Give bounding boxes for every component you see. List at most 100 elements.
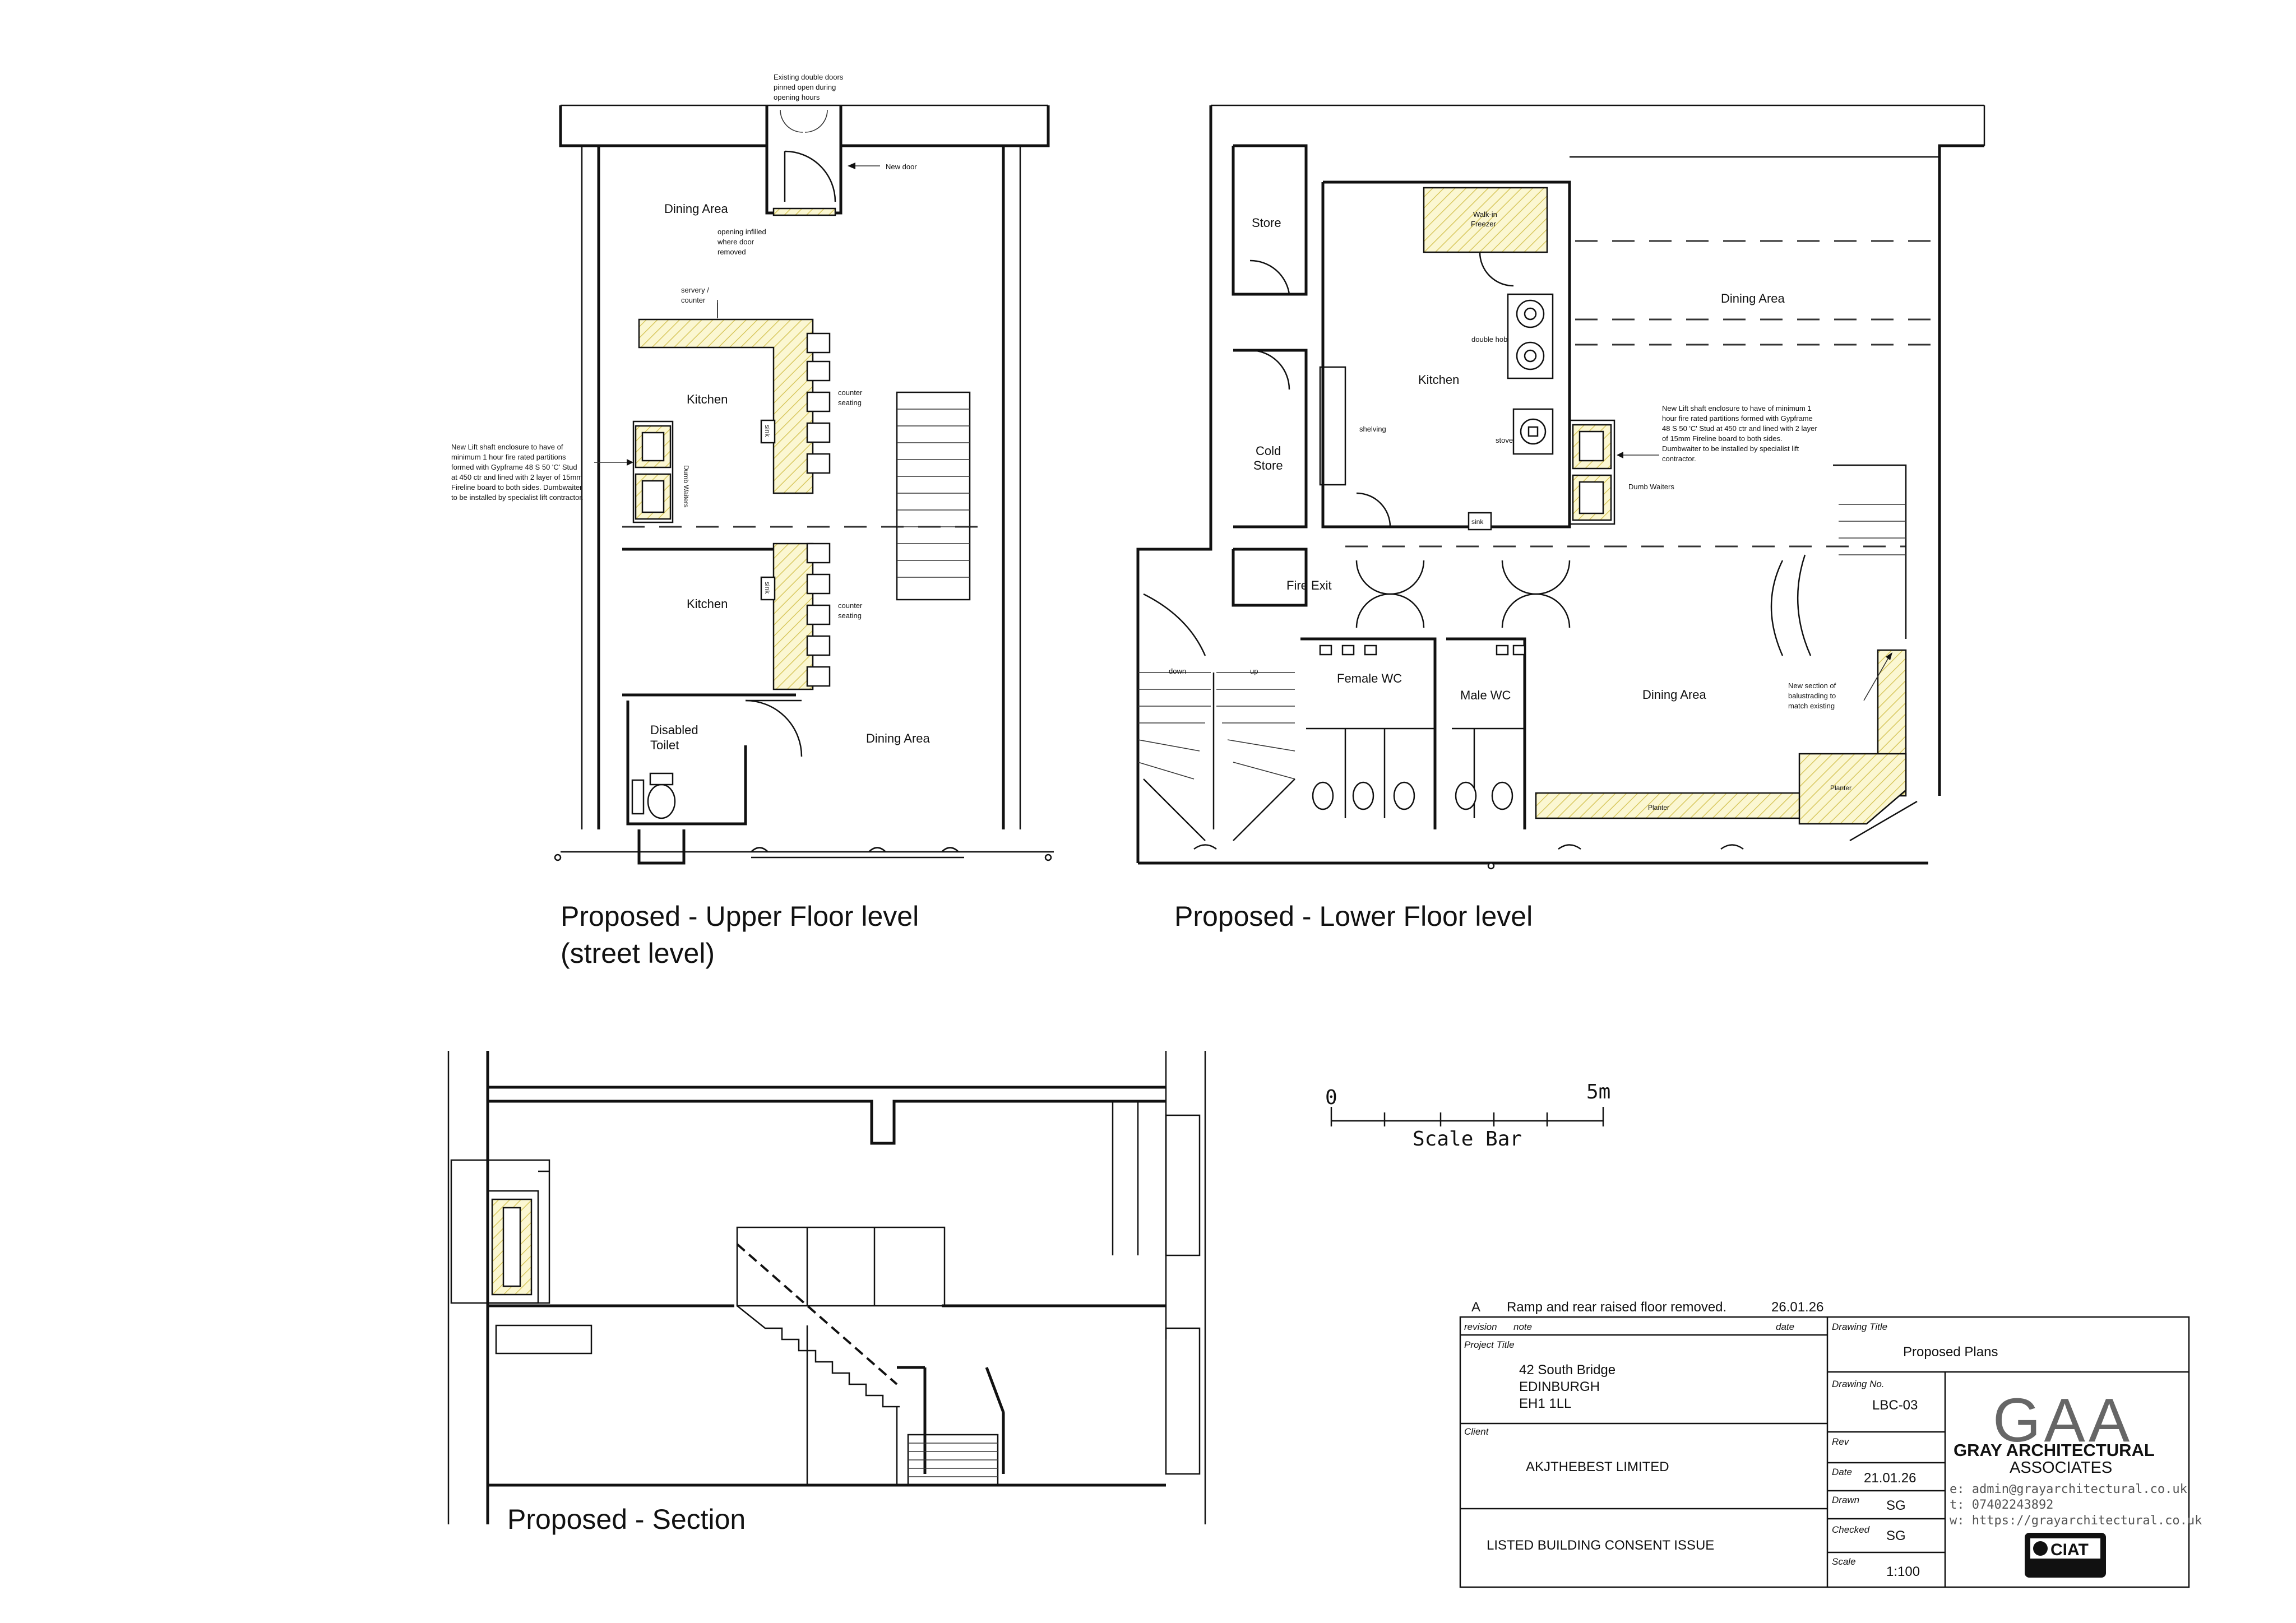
lower-dining-top-label: Dining Area — [1721, 291, 1785, 305]
upper-lift-note-3: formed with Gypframe 48 S 50 'C' Stud — [451, 463, 577, 471]
shelving-label: shelving — [1359, 425, 1386, 433]
scale-bar: 0 5m Scale Bar — [1325, 1081, 1610, 1151]
store-label: Store — [1252, 216, 1281, 230]
lower-floor-plan: Store Walk-in Freezer Kitchen Cold Store… — [1136, 104, 1985, 932]
drawing-no-header: Drawing No. — [1832, 1379, 1885, 1389]
lower-lift-note-5: Dumbwaiter to be installed by specialist… — [1662, 444, 1799, 453]
disabled-toilet-label-1: Disabled — [650, 723, 698, 737]
upper-lift-note-1: New Lift shaft enclosure to have of — [451, 443, 563, 451]
lower-dumb-waiters-label: Dumb Waiters — [1628, 483, 1674, 491]
fire-exit-label: Fire Exit — [1286, 578, 1332, 592]
upper-dining-bottom-label: Dining Area — [866, 731, 931, 745]
revision-note: Ramp and rear raised floor removed. — [1507, 1300, 1726, 1315]
gaa-logo: GAA GRAY ARCHITECTURAL ASSOCIATES e: adm… — [1950, 1386, 2202, 1578]
infill-note-1: opening infilled — [718, 228, 766, 236]
infill-note-3: removed — [718, 248, 746, 256]
scale-bar-end: 5m — [1586, 1081, 1610, 1103]
firm-phone: t: 07402243892 — [1950, 1498, 2053, 1512]
firm-name-1: GRAY ARCHITECTURAL — [1954, 1440, 2155, 1460]
balustrade-note-3: match existing — [1788, 702, 1835, 710]
logo-lettering: GAA — [1993, 1386, 2133, 1455]
stove-label: stove — [1496, 436, 1513, 444]
lower-sink-label: sink — [1471, 518, 1484, 526]
upper-dining-top-label: Dining Area — [664, 202, 729, 216]
project-line-2: EDINBURGH — [1519, 1379, 1600, 1394]
note-header: note — [1513, 1321, 1532, 1332]
project-line-3: EH1 1LL — [1519, 1396, 1571, 1411]
lower-kitchen-label: Kitchen — [1418, 373, 1459, 387]
new-door-note: New door — [886, 163, 917, 171]
drawing-title: Proposed Plans — [1903, 1344, 1998, 1360]
revision-date: 26.01.26 — [1771, 1300, 1823, 1315]
lower-floor-title: Proposed - Lower Floor level — [1174, 901, 1533, 932]
infill-note-2: where door — [717, 238, 754, 246]
double-doors-note-2: pinned open during — [774, 83, 836, 91]
project-line-1: 42 South Bridge — [1519, 1362, 1615, 1378]
stair-up-label: up — [1250, 667, 1258, 675]
counter-seating-b-2: seating — [838, 611, 862, 620]
issue-label: LISTED BUILDING CONSENT ISSUE — [1487, 1538, 1714, 1553]
balustrade-note-2: balustrading to — [1788, 692, 1836, 700]
upper-kitchen-top-label: Kitchen — [687, 392, 728, 406]
lower-lift-note-3: 48 S 50 'C' Stud at 450 ctr and lined wi… — [1662, 424, 1817, 433]
scale-bar-label: Scale Bar — [1413, 1128, 1522, 1151]
male-wc-label: Male WC — [1460, 688, 1511, 702]
lower-lift-note-2: hour fire rated partitions formed with G… — [1662, 414, 1813, 423]
scale-header: Scale — [1832, 1556, 1856, 1567]
upper-lift-note-6: to be installed by specialist lift contr… — [451, 493, 584, 502]
upper-kitchen-bottom-label: Kitchen — [687, 597, 728, 611]
checked-header: Checked — [1832, 1524, 1870, 1535]
client-header: Client — [1464, 1426, 1489, 1437]
upper-dumb-waiters-label: Dumb Waiters — [682, 465, 690, 508]
rev-header: Rev — [1832, 1436, 1850, 1447]
scale-bar-start: 0 — [1325, 1086, 1337, 1109]
date2-header: Date — [1832, 1467, 1852, 1477]
double-doors-note-1: Existing double doors — [774, 73, 844, 81]
firm-name-2: ASSOCIATES — [2010, 1459, 2112, 1477]
firm-email: e: admin@grayarchitectural.co.uk — [1950, 1482, 2187, 1496]
freezer-label-1: Walk-in — [1473, 210, 1497, 219]
upper-lift-note-5: Fireline board to both sides. Dumbwaiter — [451, 483, 582, 491]
title-block: A Ramp and rear raised floor removed. 26… — [1459, 1300, 2202, 1588]
counter-seating-a-2: seating — [838, 398, 862, 407]
planter-a-label: Planter — [1648, 804, 1669, 812]
firm-web: w: https://grayarchitectural.co.uk — [1950, 1514, 2202, 1528]
freezer-label-2: Freezer — [1471, 220, 1496, 228]
planter-b-label: Planter — [1830, 784, 1851, 792]
drawing-no: LBC-03 — [1872, 1398, 1918, 1413]
lower-lift-note-1: New Lift shaft enclosure to have of mini… — [1662, 404, 1812, 412]
double-hob-label: double hob — [1471, 335, 1507, 344]
lower-lift-note-4: of 15mm Fireline board to both sides. — [1662, 434, 1783, 443]
counter-seating-a-1: counter — [838, 388, 863, 397]
female-wc-label: Female WC — [1337, 671, 1402, 685]
counter-seating-b-1: counter — [838, 601, 863, 610]
drawn-by: SG — [1886, 1498, 1906, 1513]
stair-down-label: down — [1169, 667, 1186, 675]
upper-sink-b-label: sink — [763, 582, 771, 594]
servery-note-2: counter — [681, 296, 706, 304]
lower-dining-bottom-label: Dining Area — [1642, 688, 1707, 702]
section-drawing: Proposed - Section — [447, 1051, 1206, 1535]
cold-store-label-2: Store — [1253, 458, 1283, 472]
drawing-date: 21.01.26 — [1864, 1471, 1916, 1486]
upper-floor-title-2: (street level) — [561, 938, 715, 969]
upper-sink-a-label: sink — [763, 425, 771, 437]
project-title-header: Project Title — [1464, 1339, 1515, 1350]
balustrade-note-1: New section of — [1788, 681, 1836, 690]
drawing-title-header: Drawing Title — [1832, 1321, 1887, 1332]
upper-lift-note-4: at 450 ctr and lined with 2 layer of 15m… — [451, 473, 582, 481]
revision-header: revision — [1464, 1321, 1497, 1332]
cold-store-label-1: Cold — [1256, 444, 1281, 458]
drawn-header: Drawn — [1832, 1495, 1859, 1505]
upper-floor-title-1: Proposed - Upper Floor level — [561, 901, 919, 932]
lower-lift-note-6: contractor. — [1662, 455, 1696, 463]
date-header: date — [1776, 1321, 1794, 1332]
section-title: Proposed - Section — [507, 1504, 746, 1535]
client-name: AKJTHEBEST LIMITED — [1526, 1459, 1669, 1474]
disabled-toilet-label-2: Toilet — [650, 738, 679, 752]
double-doors-note-3: opening hours — [774, 93, 820, 101]
checked-by: SG — [1886, 1528, 1906, 1543]
servery-note-1: servery / — [681, 286, 709, 294]
drawing-scale: 1:100 — [1886, 1564, 1920, 1579]
